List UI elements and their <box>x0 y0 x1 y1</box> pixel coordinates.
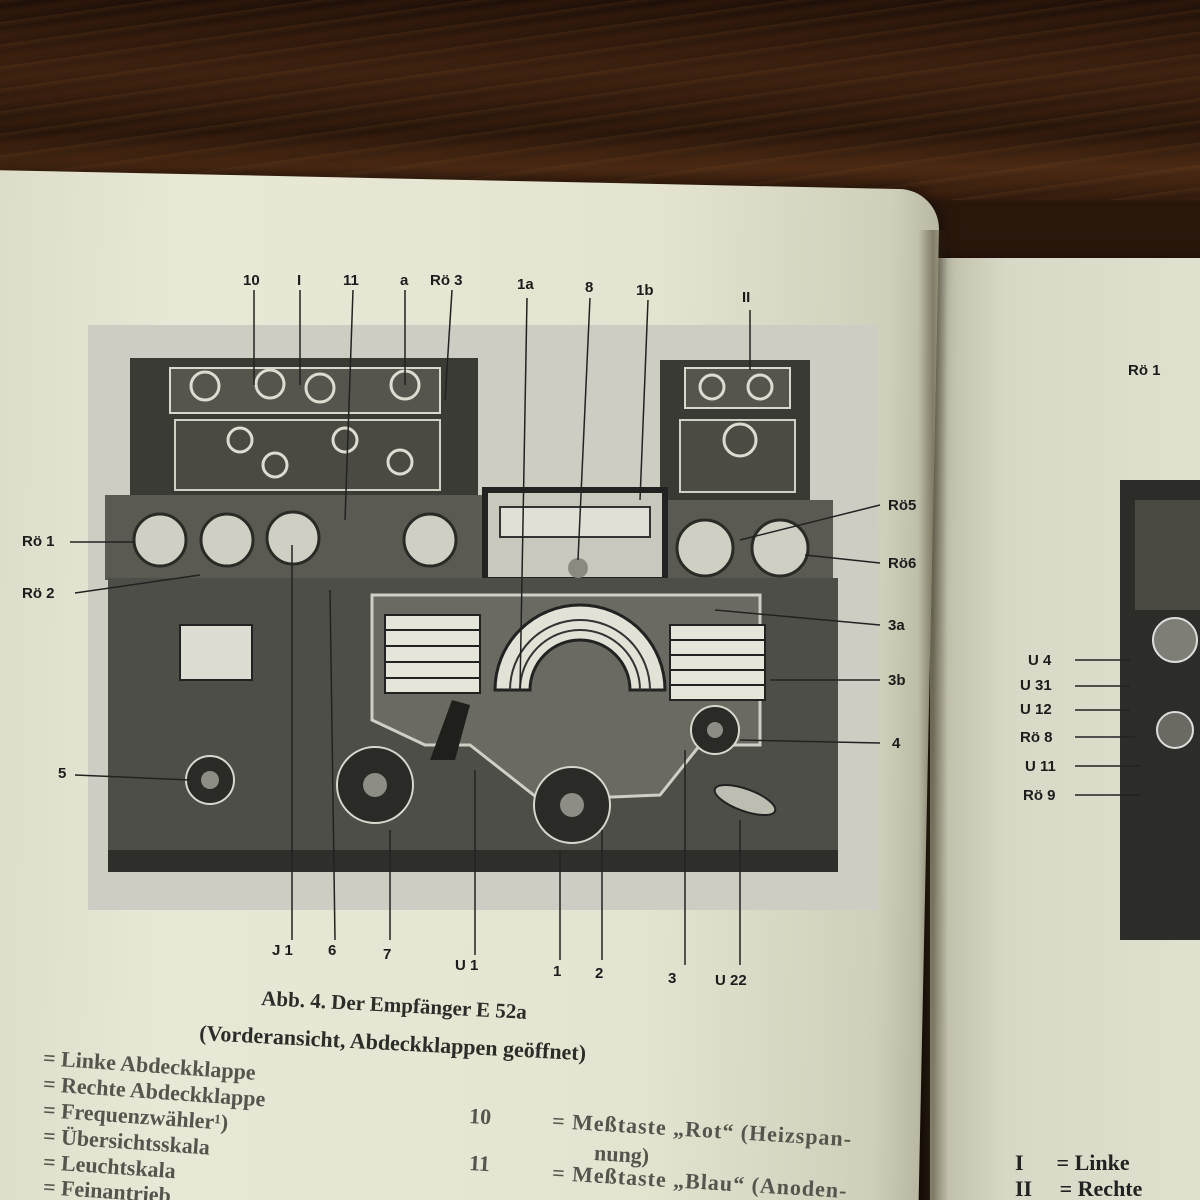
legend-entry-11-number: 11 <box>468 1150 491 1177</box>
right-label-ro8: Rö 8 <box>1020 729 1053 746</box>
label-1: 1 <box>553 963 562 980</box>
right-label-ro9: Rö 9 <box>1023 787 1056 804</box>
right-label-U31: U 31 <box>1020 677 1052 694</box>
label-5: 5 <box>58 765 67 782</box>
right-label-U4: U 4 <box>1028 652 1052 669</box>
label-ro5: Rö5 <box>888 497 917 514</box>
right-page-legend-2: II = Rechte <box>1015 1176 1143 1200</box>
book-gutter <box>918 230 948 1200</box>
label-I: I <box>297 272 302 289</box>
label-3a: 3a <box>888 617 905 634</box>
label-6: 6 <box>328 942 337 959</box>
label-ro1: Rö 1 <box>22 533 55 550</box>
label-ro2: Rö 2 <box>22 585 55 602</box>
label-3b: 3b <box>888 672 906 689</box>
label-ro3: Rö 3 <box>430 272 463 289</box>
label-1a: 1a <box>517 276 534 293</box>
label-ro6: Rö6 <box>888 555 917 572</box>
label-J1: J 1 <box>272 942 293 959</box>
right-page-legend-1: I = Linke <box>1015 1150 1130 1175</box>
legend-entry-10-number: 10 <box>468 1103 492 1130</box>
right-label-U12: U 12 <box>1020 701 1052 718</box>
wooden-table <box>0 0 1200 200</box>
label-3: 3 <box>668 970 677 987</box>
label-11: 11 <box>343 272 359 289</box>
label-8: 8 <box>585 279 594 296</box>
label-II: II <box>742 289 751 306</box>
right-label-U11: U 11 <box>1025 758 1056 775</box>
label-10: 10 <box>243 272 260 289</box>
label-1b: 1b <box>636 282 654 299</box>
label-U22: U 22 <box>715 972 747 989</box>
label-a: a <box>400 272 409 289</box>
label-2: 2 <box>595 965 604 982</box>
right-label-ro1: Rö 1 <box>1128 362 1161 379</box>
label-U1: U 1 <box>455 957 479 974</box>
label-4: 4 <box>892 735 901 752</box>
label-7: 7 <box>383 946 392 963</box>
